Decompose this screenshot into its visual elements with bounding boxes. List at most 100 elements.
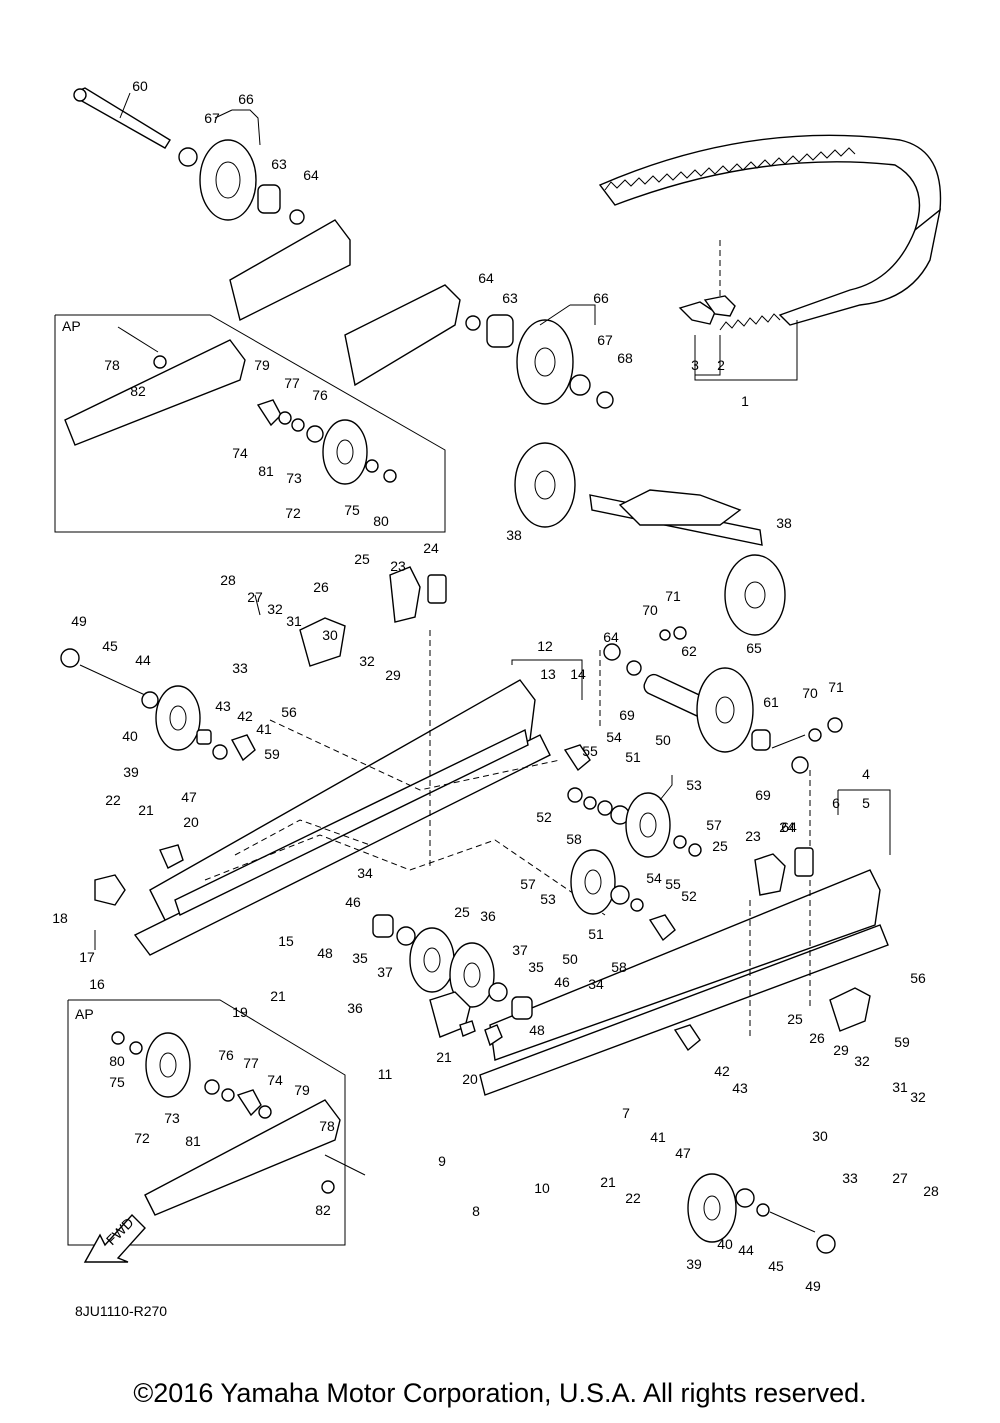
callout-22a: 22 xyxy=(105,792,121,808)
callout-42b: 42 xyxy=(714,1063,730,1079)
callout-2: 2 xyxy=(717,357,725,373)
idler-wheel-top xyxy=(178,139,305,225)
callout-15: 15 xyxy=(278,933,294,949)
callout-57b: 57 xyxy=(520,876,536,892)
callout-82: 82 xyxy=(130,383,146,399)
drawing-code: 8JU1110-R270 xyxy=(75,1303,167,1319)
callout-78: 78 xyxy=(104,357,120,373)
callout-23a: 23 xyxy=(390,558,406,574)
callout-49a: 49 xyxy=(71,613,87,629)
callout-31b: 31 xyxy=(892,1079,908,1095)
callout-48a: 48 xyxy=(317,945,333,961)
callout-34b: 34 xyxy=(588,976,604,992)
right-rail xyxy=(479,869,889,1096)
callout-80b: 80 xyxy=(109,1053,125,1069)
callout-69a: 69 xyxy=(619,707,635,723)
callout-19: 19 xyxy=(232,1004,248,1020)
callout-67b: 67 xyxy=(597,332,613,348)
callout-79: 79 xyxy=(254,357,270,373)
callout-56b: 56 xyxy=(910,970,926,986)
callout-45a: 45 xyxy=(102,638,118,654)
callout-27b: 27 xyxy=(892,1170,908,1186)
callout-76: 76 xyxy=(312,387,328,403)
callout-29a: 29 xyxy=(385,667,401,683)
left-rail xyxy=(133,679,551,956)
callout-11: 11 xyxy=(378,1066,393,1082)
callout-47b: 47 xyxy=(675,1145,691,1161)
callout-3: 3 xyxy=(691,357,699,373)
callout-25c: 25 xyxy=(454,904,470,920)
callout-26a: 26 xyxy=(313,579,329,595)
callout-22b: 22 xyxy=(625,1190,641,1206)
callout-44a: 44 xyxy=(135,652,151,668)
ap-inset-upper xyxy=(54,314,446,533)
callout-17: 17 xyxy=(79,949,95,965)
callout-64c: 64 xyxy=(603,629,619,645)
upper-rail-fragments xyxy=(229,219,461,387)
callout-63b: 63 xyxy=(502,290,518,306)
callout-66b: 66 xyxy=(593,290,609,306)
callout-73: 73 xyxy=(286,470,302,486)
callout-66: 66 xyxy=(238,91,254,107)
callout-50b: 50 xyxy=(562,951,578,967)
callout-32b: 32 xyxy=(359,653,375,669)
callout-25d: 25 xyxy=(787,1011,803,1027)
callout-23b: 23 xyxy=(745,828,761,844)
callout-77b: 77 xyxy=(243,1055,259,1071)
callout-30b: 30 xyxy=(812,1128,828,1144)
callout-64d: 64 xyxy=(781,819,797,835)
callout-68: 68 xyxy=(617,350,633,366)
callout-28b: 28 xyxy=(923,1183,939,1199)
callout-49b: 49 xyxy=(805,1278,821,1294)
callout-81b: 81 xyxy=(185,1133,201,1149)
rear-axle-assembly xyxy=(514,442,786,636)
callout-64: 64 xyxy=(303,167,319,183)
callout-27a: 27 xyxy=(247,589,263,605)
callout-25a: 25 xyxy=(354,551,370,567)
callout-82b: 82 xyxy=(315,1202,331,1218)
callout-51a: 51 xyxy=(625,749,641,765)
callout-67: 67 xyxy=(204,110,220,126)
callout-46b: 46 xyxy=(554,974,570,990)
callout-8: 8 xyxy=(472,1203,480,1219)
callout-38a: 38 xyxy=(506,527,522,543)
callout-39b: 39 xyxy=(686,1256,702,1272)
callout-21b: 21 xyxy=(270,988,286,1004)
callout-32c: 32 xyxy=(854,1053,870,1069)
callout-61: 61 xyxy=(763,694,779,710)
front-brackets-right xyxy=(429,744,871,1052)
callout-55b: 55 xyxy=(665,876,681,892)
leader-lines xyxy=(94,92,891,950)
dashed-shaft-lines xyxy=(204,630,811,1040)
ap-label-upper: AP xyxy=(62,318,81,334)
callout-29b: 29 xyxy=(833,1042,849,1058)
callout-59b: 59 xyxy=(894,1034,910,1050)
callout-40b: 40 xyxy=(717,1236,733,1252)
copyright-notice: ©2016 Yamaha Motor Corporation, U.S.A. A… xyxy=(133,1378,866,1408)
callout-48b: 48 xyxy=(529,1022,545,1038)
callout-labels: 60 66 67 63 64 64 63 66 67 68 3 2 1 38 3… xyxy=(52,78,939,1294)
callout-52b: 52 xyxy=(681,888,697,904)
callout-21a: 21 xyxy=(138,802,154,818)
callout-30a: 30 xyxy=(322,627,338,643)
callout-36a: 36 xyxy=(480,908,496,924)
callout-52a: 52 xyxy=(536,809,552,825)
callout-18: 18 xyxy=(52,910,68,926)
wheel-group-right-rear xyxy=(603,626,843,774)
callout-71a: 71 xyxy=(665,588,681,604)
callout-41b: 41 xyxy=(650,1129,666,1145)
track-clips xyxy=(678,295,798,381)
callout-51b: 51 xyxy=(588,926,604,942)
front-brackets-left xyxy=(94,566,447,906)
callout-43b: 43 xyxy=(732,1080,748,1096)
callout-74: 74 xyxy=(232,445,248,461)
callout-65: 65 xyxy=(746,640,762,656)
callout-73b: 73 xyxy=(164,1110,180,1126)
callout-24a: 24 xyxy=(423,540,439,556)
callout-71b: 71 xyxy=(828,679,844,695)
callout-14: 14 xyxy=(570,666,586,682)
callout-6: 6 xyxy=(832,795,840,811)
callout-5: 5 xyxy=(862,795,870,811)
callout-43a: 43 xyxy=(215,698,231,714)
callout-46a: 46 xyxy=(345,894,361,910)
